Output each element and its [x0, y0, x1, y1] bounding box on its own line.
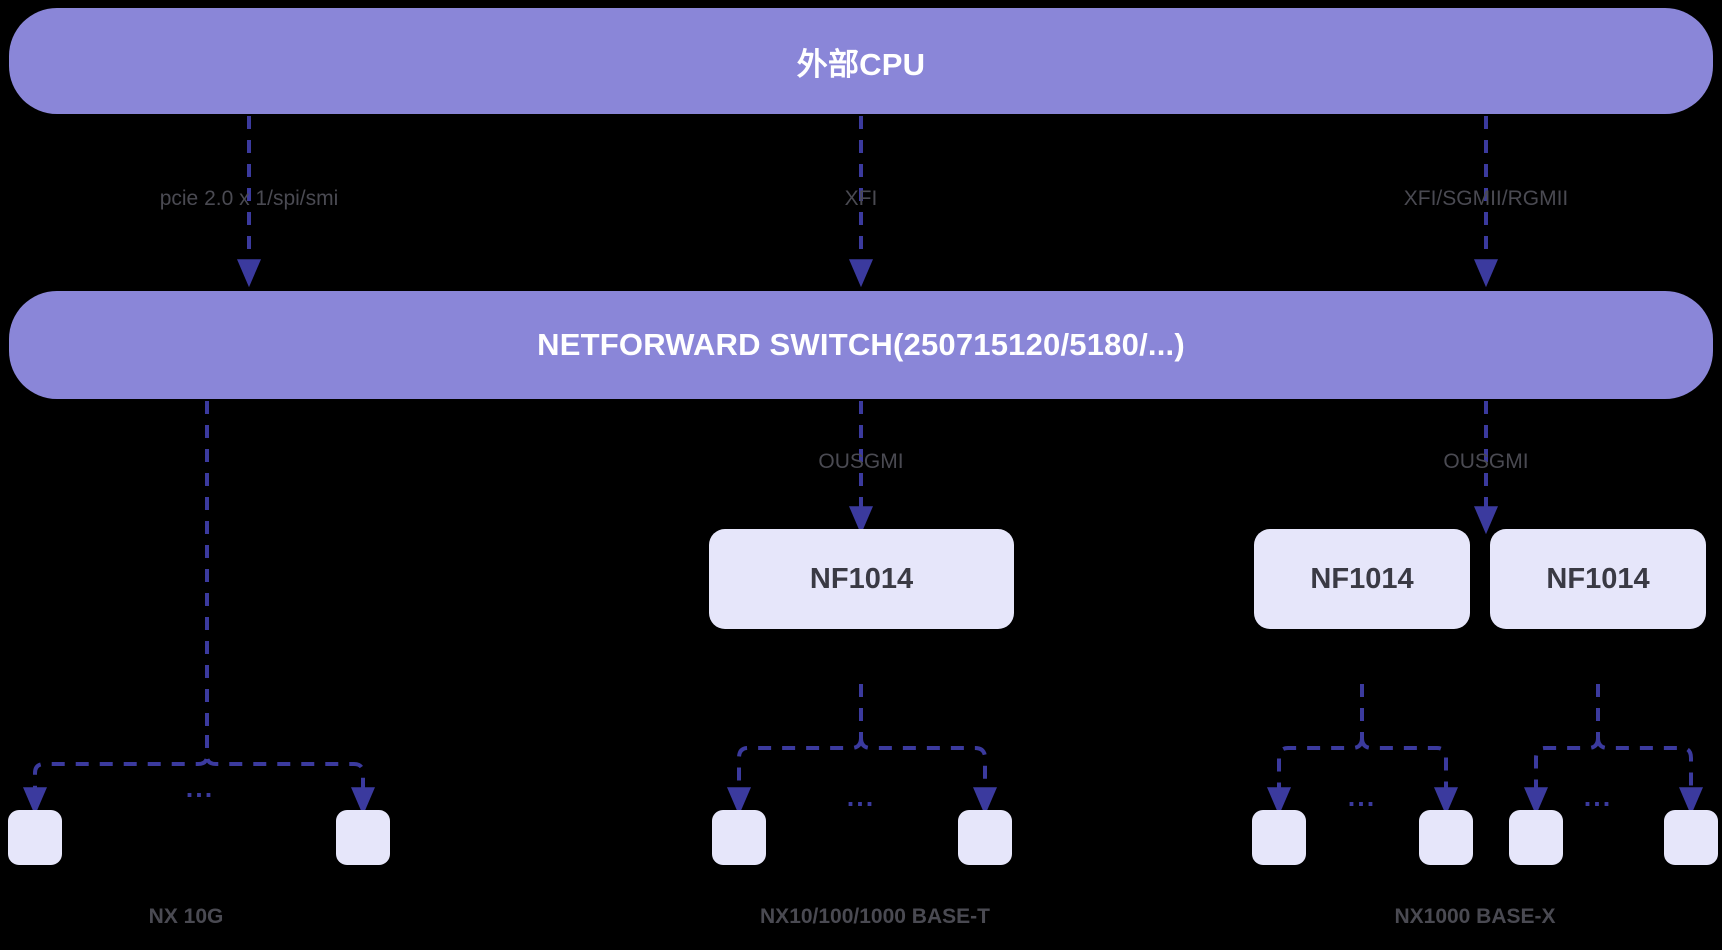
chip-nf1014-base-t[interactable]: NF1014: [709, 529, 1014, 629]
edge-10g-branch-1: [23, 735, 209, 816]
caption-nx-base-t: NX10/100/1000 BASE-T: [760, 905, 990, 928]
chip-nf1014-base-x-left[interactable]: NF1014: [1254, 529, 1470, 629]
port-box[interactable]: [958, 810, 1012, 865]
chip-label: NF1014: [1546, 562, 1650, 595]
edge-label-ousgmi-right: OUSGMI: [1443, 450, 1529, 473]
port-box[interactable]: [8, 810, 62, 865]
port-box[interactable]: [1419, 810, 1473, 865]
port-box[interactable]: [1252, 810, 1306, 865]
port-box[interactable]: [1509, 810, 1563, 865]
netforward-switch-label: NETFORWARD SWITCH(250715120/5180/...): [537, 327, 1185, 362]
edge-label-pcie: pcie 2.0 x 1/spi/smi: [159, 187, 339, 210]
chip-label: NF1014: [1310, 562, 1414, 595]
edge-base-t-branch-1: [727, 737, 863, 816]
port-box[interactable]: [336, 810, 390, 865]
edge-base-t-branch-2: [859, 737, 997, 816]
edge-label-xfi-sgmii-rgmii: XFI/SGMII/RGMII: [1403, 187, 1569, 210]
edge-10g-branch-2: [205, 735, 375, 816]
ellipsis-base-x-left: ...: [1347, 782, 1377, 812]
ellipsis-base-x-right: ...: [1583, 782, 1613, 812]
ellipsis-10g: ...: [185, 773, 215, 803]
caption-nx-10g: NX 10G: [148, 905, 224, 928]
netforward-switch-block: NETFORWARD SWITCH(250715120/5180/...): [9, 291, 1713, 399]
chip-nf1014-base-x-right[interactable]: NF1014: [1490, 529, 1706, 629]
caption-nx-base-x: NX1000 BASE-X: [1394, 905, 1556, 928]
edge-label-ousgmi-mid: OUSGMI: [818, 450, 904, 473]
ellipsis-base-t: ...: [846, 782, 876, 812]
chip-label: NF1014: [809, 562, 914, 595]
external-cpu-label: 外部CPU: [796, 46, 926, 82]
external-cpu-block: 外部CPU: [9, 8, 1713, 114]
port-box[interactable]: [1664, 810, 1718, 865]
edge-label-xfi: XFI: [844, 187, 878, 210]
port-box[interactable]: [712, 810, 766, 865]
